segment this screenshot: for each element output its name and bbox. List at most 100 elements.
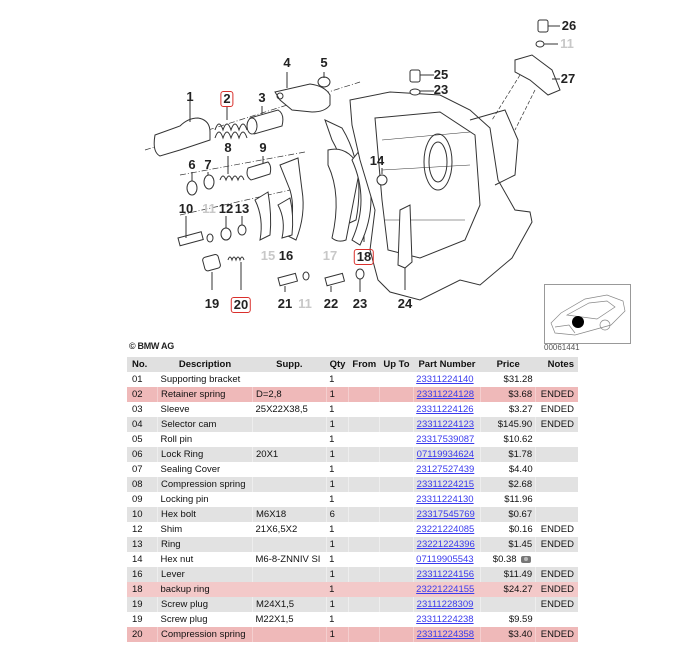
callout-27[interactable]: 27: [560, 71, 576, 86]
row-description: Compression spring: [157, 627, 253, 642]
part-number-link[interactable]: 23311224156: [416, 569, 475, 580]
part-number-link[interactable]: 07119934624: [416, 449, 475, 460]
row-up-to: [380, 402, 413, 417]
callout-13[interactable]: 13: [234, 201, 250, 216]
callout-12[interactable]: 12: [218, 201, 234, 216]
callout-15[interactable]: 15: [260, 248, 276, 263]
row-qty: 1: [325, 597, 349, 612]
callout-23[interactable]: 23: [352, 296, 368, 311]
callout-17[interactable]: 17: [322, 248, 338, 263]
row-price: $3.40: [508, 629, 533, 640]
row-price: $0.16: [508, 524, 533, 535]
row-price-cell: $0.38: [481, 552, 536, 567]
callout-11[interactable]: 11: [560, 36, 574, 51]
row-part-number-cell: 23311224123: [412, 417, 481, 432]
row-price: $4.40: [508, 464, 533, 475]
part-number-link[interactable]: 23311224238: [416, 614, 474, 625]
callout-14[interactable]: 14: [369, 153, 385, 168]
row-price-cell: $10.62: [481, 432, 536, 447]
row-price-cell: $4.40: [481, 462, 536, 477]
row-price-cell: $9.59: [481, 612, 536, 627]
callout-22[interactable]: 22: [323, 296, 339, 311]
row-price: $31.28: [503, 374, 533, 385]
part-number-link[interactable]: 23311224123: [416, 419, 475, 430]
row-number: 19: [127, 597, 158, 612]
row-notes: ENDED: [535, 627, 578, 642]
callout-5[interactable]: 5: [320, 55, 328, 70]
part-number-link[interactable]: 23311224128: [416, 389, 475, 400]
callout-21[interactable]: 21: [277, 296, 293, 311]
callout-20[interactable]: 20: [230, 297, 252, 313]
callout-9[interactable]: 9: [259, 140, 267, 155]
part-number-link[interactable]: 23111228309: [416, 599, 474, 610]
row-from: [349, 402, 380, 417]
row-price-cell: $0.16: [481, 522, 536, 537]
row-part-number-cell: 23127527439: [413, 462, 481, 477]
callout-16[interactable]: 16: [278, 248, 294, 263]
part-number-link[interactable]: 23221224155: [416, 584, 475, 595]
part-number-link[interactable]: 23311224130: [416, 494, 474, 505]
part-number-link[interactable]: 23221224396: [416, 539, 475, 550]
part-number-link[interactable]: 23311224126: [416, 404, 474, 415]
part-number-link[interactable]: 23311224215: [416, 479, 475, 490]
part-number-link[interactable]: 23311224140: [416, 374, 474, 385]
row-up-to: [379, 597, 414, 612]
callout-4[interactable]: 4: [283, 55, 291, 70]
callout-2[interactable]: 2: [220, 91, 234, 107]
row-qty: 1: [329, 554, 335, 565]
callout-25[interactable]: 25: [433, 67, 449, 82]
callout-10[interactable]: 10: [178, 201, 194, 216]
row-up-to: [379, 447, 414, 462]
row-up-to: [380, 612, 413, 627]
part-number-link[interactable]: 23221224085: [416, 524, 475, 535]
camera-icon[interactable]: [520, 555, 531, 563]
row-from: [349, 372, 380, 387]
callout-6[interactable]: 6: [188, 157, 196, 172]
row-description: Sealing Cover: [160, 464, 221, 475]
row-price-cell: $3.27: [481, 402, 536, 417]
row-number: 12: [132, 524, 143, 535]
callout-18[interactable]: 18: [353, 249, 375, 265]
row-supp: [252, 627, 327, 642]
callout-24[interactable]: 24: [397, 296, 413, 311]
part-number-link[interactable]: 23127527439: [416, 464, 475, 475]
callout-19[interactable]: 19: [204, 296, 220, 311]
row-from: [349, 462, 380, 477]
callout-1[interactable]: 1: [186, 89, 194, 104]
callout-26[interactable]: 26: [561, 18, 577, 33]
car-outline-icon: [550, 294, 626, 336]
part-number-link[interactable]: 07119905543: [416, 554, 474, 565]
row-from: [349, 432, 380, 447]
part-number-link[interactable]: 23317545769: [416, 509, 475, 520]
diagram-id: 00061441: [544, 343, 580, 352]
callout-11[interactable]: 11: [298, 296, 312, 311]
part-number-link[interactable]: 23311224358: [416, 629, 475, 640]
row-part-number-cell: 23221224155: [413, 582, 481, 597]
row-supp: [252, 582, 327, 597]
callout-3[interactable]: 3: [258, 90, 266, 105]
callout-8[interactable]: 8: [224, 140, 232, 155]
callout-11[interactable]: 11: [202, 201, 216, 216]
callout-23[interactable]: 23: [433, 82, 449, 97]
row-description: Supporting bracket: [160, 374, 241, 385]
part-number-link[interactable]: 23317539087: [416, 434, 475, 445]
callout-7[interactable]: 7: [204, 157, 212, 172]
